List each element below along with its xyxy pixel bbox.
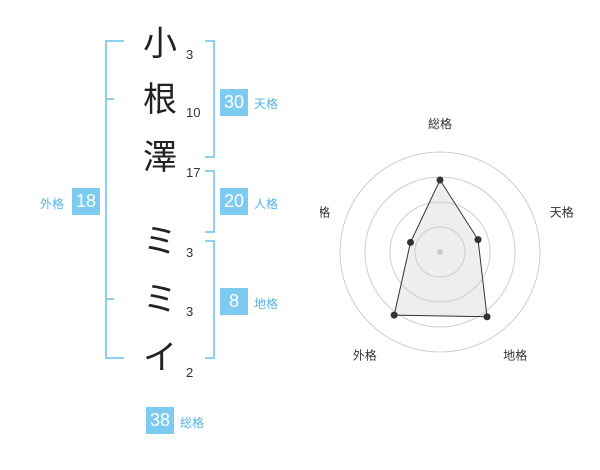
radar-point-5 <box>407 238 415 246</box>
name-char-3: 澤 <box>143 138 177 178</box>
radar-ring <box>389 201 491 303</box>
radar-axis-label: 人格 <box>320 204 330 219</box>
radar-ring <box>339 151 541 353</box>
jinkaku-badge: 20 <box>220 188 248 215</box>
radar-axis-label: 天格 <box>550 204 574 219</box>
radar-area <box>393 178 488 318</box>
tenkaku-bracket <box>205 40 215 158</box>
chikaku-bracket <box>205 240 215 359</box>
soukaku-badge: 38 <box>146 407 174 434</box>
bracket-lines <box>105 40 215 359</box>
radar-center-dot <box>437 249 443 255</box>
gaikaku-label: 外格 <box>40 197 65 211</box>
radar-axis-label: 外格 <box>353 348 377 363</box>
stroke-count-4: 3 <box>186 245 194 260</box>
gaikaku-badge: 18 <box>72 188 100 215</box>
stroke-count-5: 3 <box>186 304 194 319</box>
tenkaku-label: 天格 <box>254 97 279 111</box>
jinkaku-label: 人格 <box>254 197 279 211</box>
soukaku-label: 総格 <box>180 416 205 430</box>
gaikaku-bracket <box>105 40 124 359</box>
stroke-count-6: 2 <box>186 365 194 380</box>
jinkaku-bracket <box>205 170 215 233</box>
stroke-count-3: 17 <box>186 165 201 180</box>
radar-point-4 <box>390 311 398 319</box>
name-char-4: ミ <box>143 222 177 262</box>
name-char-1: 小 <box>143 24 177 64</box>
radar-axis-label: 総格 <box>428 116 452 131</box>
radar-ring <box>414 226 466 278</box>
name-char-6: イ <box>143 338 177 378</box>
stroke-count-2: 10 <box>186 105 201 120</box>
name-char-2: 根 <box>143 80 177 120</box>
chikaku-label: 地格 <box>254 297 279 311</box>
radar-point-2 <box>474 236 482 244</box>
name-char-5: ミ <box>143 280 177 320</box>
tenkaku-badge: 30 <box>220 89 248 116</box>
radar-axis-label: 地格 <box>503 348 527 363</box>
radar-point-1 <box>436 176 444 184</box>
chikaku-badge: 8 <box>220 288 248 315</box>
radar-point-3 <box>483 313 491 321</box>
stroke-count-1: 3 <box>186 47 194 62</box>
